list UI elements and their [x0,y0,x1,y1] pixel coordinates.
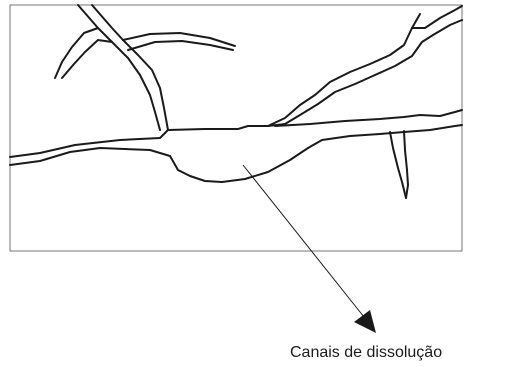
label-pointer-arrowhead [354,310,376,333]
right-vertical-crack-left-wall [389,131,407,199]
right-channel-upper-wall [274,109,463,127]
dissolution-channels-label: Canais de dissolução [290,344,443,361]
upper-left-branch-upper-wall [54,27,99,79]
label-pointer-line [242,164,365,318]
upper-left-branch-lower-wall [61,39,113,79]
rock-block-frame [9,4,463,252]
main-channel-lower-wall [9,124,463,183]
upper-left-crack-right-wall [91,4,169,131]
upper-right-branch-lower-wall [267,19,463,127]
right-vertical-crack-right-wall [403,130,409,199]
upper-left-branch-right-lower-wall [127,40,234,51]
upper-left-crack-left-wall [77,4,161,131]
upper-left-branch-right-upper-wall [122,32,236,47]
main-channel-upper-wall [9,13,421,158]
upper-right-branch-upper-wall [411,5,463,29]
